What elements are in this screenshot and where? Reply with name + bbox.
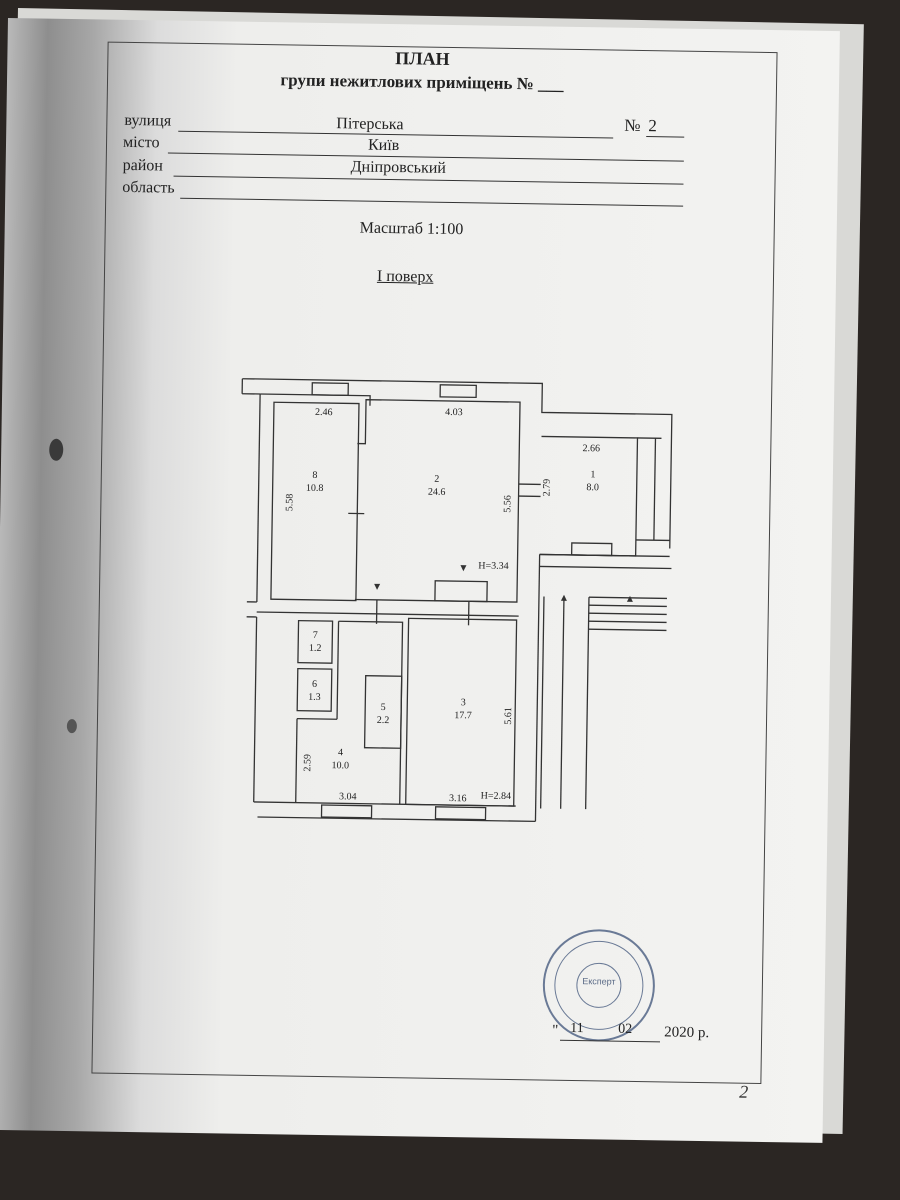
- street-value: Пітерська: [336, 115, 404, 134]
- wall: [295, 718, 298, 803]
- dimension-label: 2.59: [302, 754, 313, 772]
- room-number: 5: [381, 702, 386, 713]
- wall: [256, 611, 519, 617]
- dimension-label: 5.56: [502, 495, 513, 513]
- room-area: 10.8: [306, 483, 324, 494]
- stair-line: [539, 596, 545, 809]
- room-number: 7: [313, 630, 318, 641]
- dimension-label: 2.79: [542, 479, 553, 497]
- round-stamp: Експерт: [542, 929, 655, 1042]
- stair-line: [588, 628, 667, 632]
- stair-line: [584, 597, 590, 810]
- stair-line: [588, 604, 667, 608]
- window: [439, 384, 477, 399]
- room-number: 3: [461, 697, 466, 708]
- document-page: ПЛАН групи нежитлових приміщень № ___ ву…: [0, 18, 840, 1143]
- dimension-label: 3.04: [339, 791, 357, 802]
- dimension-label: 5.58: [284, 494, 295, 512]
- scale-text: Масштаб 1:100: [359, 219, 464, 239]
- room-number: 6: [312, 679, 317, 690]
- number-value: 2: [648, 116, 658, 136]
- room-area: 1.3: [308, 692, 321, 703]
- room-outline: [539, 435, 639, 557]
- wall: [256, 393, 261, 602]
- wall: [257, 816, 536, 823]
- stair-line: [588, 596, 667, 600]
- window: [570, 542, 613, 557]
- stair-line: [588, 620, 667, 624]
- window: [320, 804, 373, 819]
- arrow-icon: [560, 594, 567, 601]
- stamp-label: Експерт: [582, 976, 616, 987]
- room-outline: [338, 620, 404, 805]
- date-year: 2020 р.: [664, 1024, 710, 1042]
- date-day: 11: [570, 1020, 584, 1037]
- stair-line: [559, 596, 565, 809]
- dimension-label: 2.66: [582, 443, 600, 454]
- date-quote: ": [552, 1022, 559, 1039]
- room-area: 8.0: [586, 482, 599, 493]
- dimension-label: 4.03: [445, 407, 463, 418]
- wall: [297, 717, 338, 720]
- room-area: 17.7: [454, 710, 472, 721]
- dimension-label: 2.46: [315, 407, 333, 418]
- number-label: №: [624, 115, 641, 135]
- stair-line: [588, 612, 667, 616]
- height-label: H=2.84: [481, 791, 512, 802]
- region-label: область: [122, 178, 175, 197]
- room-number: 2: [434, 474, 439, 485]
- height-label: H=3.34: [478, 560, 509, 571]
- dimension-label: 3.16: [449, 793, 467, 804]
- punch-hole: [66, 719, 77, 734]
- floor-label: I поверх: [376, 267, 434, 286]
- room-number: 4: [338, 747, 343, 758]
- wall: [242, 378, 673, 549]
- room-outline: [297, 619, 334, 664]
- window: [434, 806, 487, 821]
- room-outline: [296, 667, 333, 712]
- wall: [653, 438, 657, 541]
- wall: [260, 393, 371, 406]
- room-number: 8: [312, 470, 317, 481]
- wall: [534, 554, 541, 822]
- arrow-icon: [460, 565, 467, 572]
- room-number: 1: [590, 469, 595, 480]
- floor-plan: 8 10.8 2 24.6 1 8.0 7 1.2 6 1.3 5 2.2 4 …: [241, 378, 673, 823]
- door-block: [434, 580, 488, 603]
- wall: [539, 565, 672, 570]
- page-number: 2: [739, 1081, 749, 1102]
- room-outline: [354, 399, 521, 603]
- wall: [635, 539, 670, 542]
- room-outline: [270, 401, 360, 602]
- city-value: Київ: [367, 136, 400, 155]
- date-month: 02: [618, 1021, 633, 1037]
- punch-hole: [49, 438, 64, 461]
- window: [311, 382, 349, 397]
- room-area: 24.6: [428, 487, 446, 498]
- room-area: 1.2: [309, 643, 322, 654]
- wall: [336, 621, 340, 720]
- street-label: вулиця: [124, 111, 172, 130]
- room-area: 2.2: [377, 715, 390, 726]
- dimension-label: 5.61: [503, 707, 514, 725]
- wall: [253, 616, 258, 802]
- room-area: 10.0: [331, 760, 349, 771]
- room-outline: [405, 617, 518, 807]
- arrow-icon: [374, 583, 381, 590]
- room-outline: [363, 675, 403, 749]
- arrow-icon: [626, 595, 633, 602]
- district-value: Дніпровський: [350, 158, 447, 177]
- district-label: район: [122, 156, 164, 175]
- city-label: місто: [122, 133, 160, 152]
